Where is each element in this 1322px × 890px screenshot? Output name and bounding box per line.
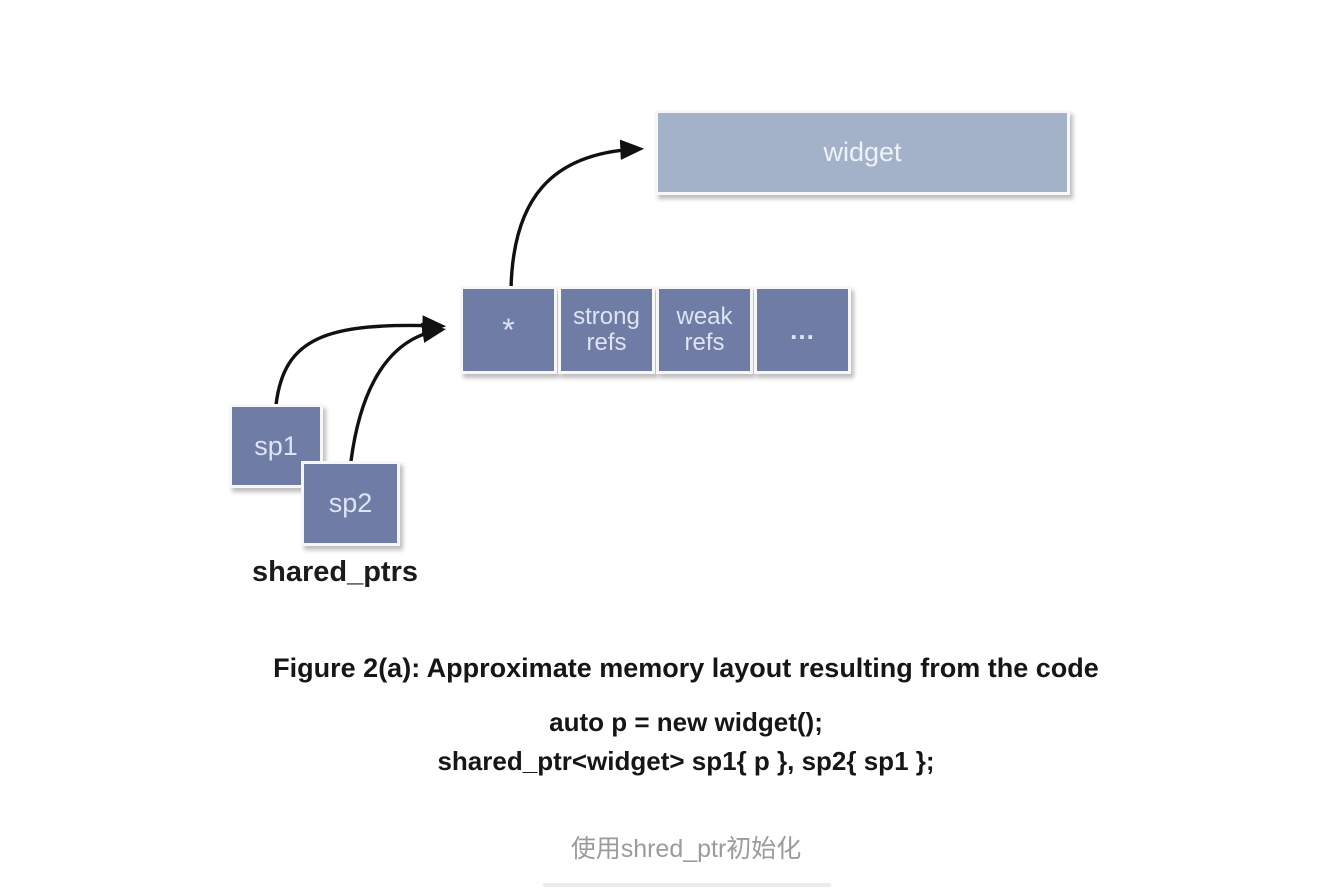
code-line-1: auto p = new widget(); — [549, 707, 823, 737]
pointer-cell-label: * — [502, 312, 515, 348]
control-block-cell-weak-refs: weak refs — [656, 286, 753, 374]
footer-subtitle: 使用shred_ptr初始化 — [570, 835, 802, 863]
bottom-divider — [543, 883, 831, 887]
arrow-pointer-cell-to-widget — [509, 139, 645, 290]
sp1-label: sp1 — [254, 430, 298, 461]
sp2-label: sp2 — [328, 488, 373, 518]
control-block-cell-strong-refs: strong refs — [558, 286, 655, 374]
arrow-sp1-to-control-block — [274, 315, 447, 406]
control-block-cell-pointer: * — [460, 286, 557, 374]
ellipsis-label: ... — [790, 315, 815, 345]
arrow-sp2-to-control-block — [349, 322, 447, 462]
widget-box: widget — [655, 110, 1070, 195]
strong-refs-label: strong refs — [573, 303, 640, 356]
control-block-cell-ellipsis: ... — [754, 286, 851, 374]
figure-caption: Figure 2(a): Approximate memory layout r… — [273, 653, 1099, 683]
control-block: * strong refs weak refs ... — [460, 286, 851, 374]
code-line-2: shared_ptr<widget> sp1{ p }, sp2{ sp1 }; — [437, 746, 935, 776]
sp2-box: sp2 — [301, 461, 400, 546]
shared-ptrs-group-label: shared_ptrs — [251, 556, 418, 588]
widget-box-label: widget — [823, 137, 902, 167]
weak-refs-label: weak refs — [676, 303, 733, 356]
